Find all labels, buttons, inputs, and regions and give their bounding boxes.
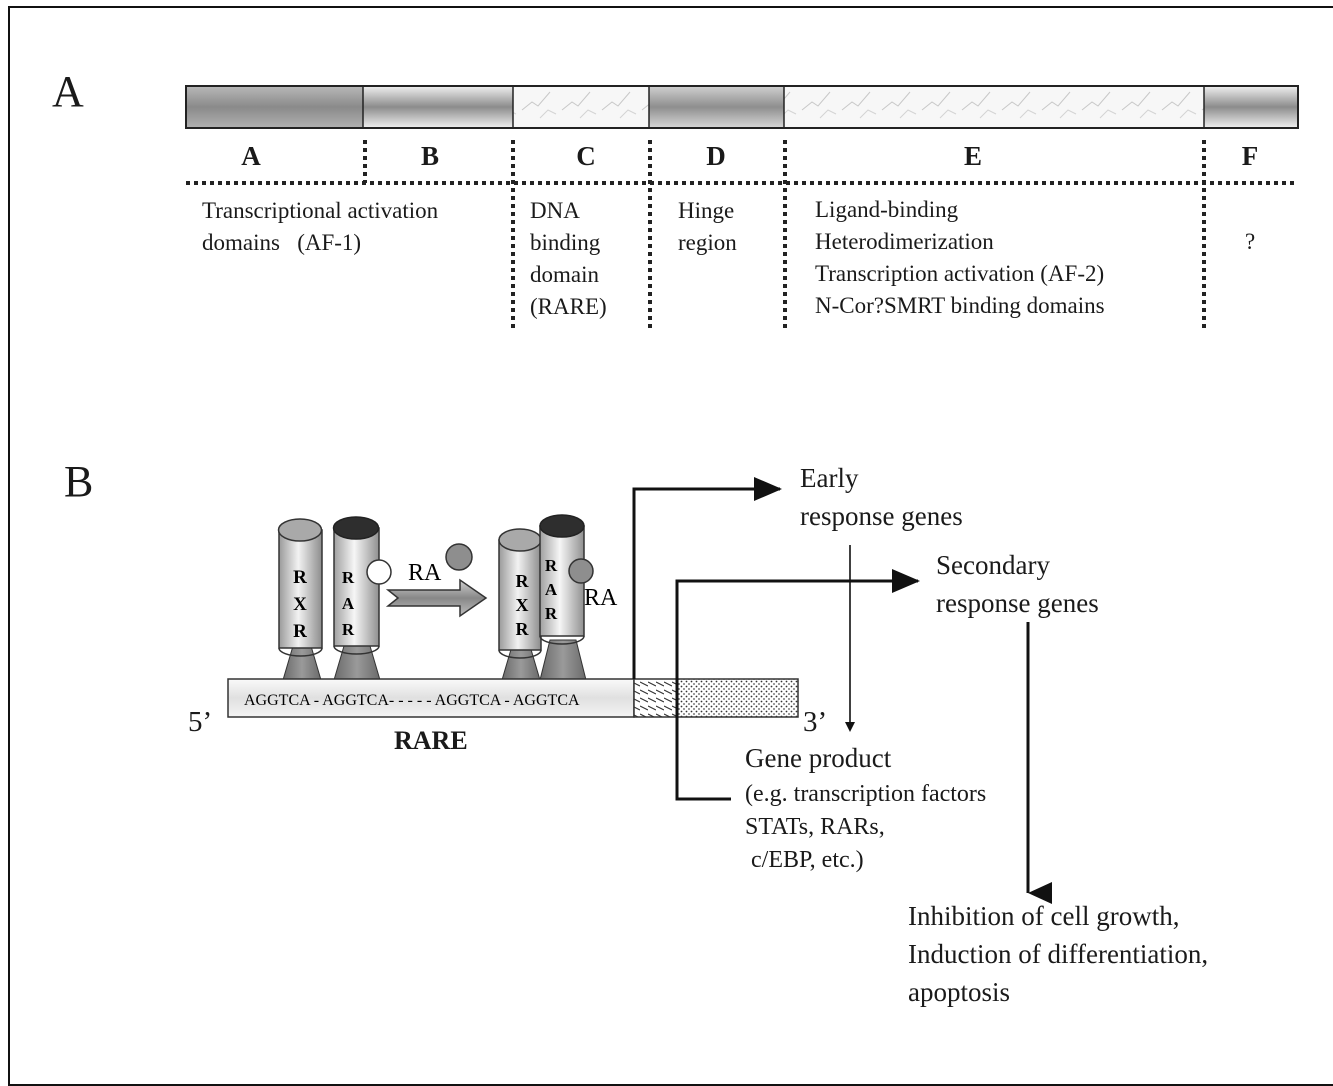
domain-bar-segment-b [363, 86, 513, 128]
domain-bar-segment-f [1204, 86, 1298, 128]
ra-label-2: RA [584, 585, 618, 611]
segment-letter-b: B [400, 143, 460, 170]
domain-bar-segment-c [513, 86, 649, 128]
early-genes-arrow [634, 489, 780, 679]
ra-label-1: RA [408, 560, 442, 586]
segment-letter-e: E [943, 143, 1003, 170]
panel-a-label: A [52, 70, 84, 114]
gene-product-detail-2: STATs, RARs, [745, 815, 885, 839]
segment-letter-c: C [556, 143, 616, 170]
segment-description-d: Hinge region [678, 195, 737, 259]
domain-bar-segment-e [784, 86, 1204, 128]
segment-description-c: DNA binding domain (RARE) [530, 195, 607, 323]
secondary-genes-line-1: Secondary [936, 552, 1050, 579]
ra-ligand-circle [446, 544, 472, 570]
rare-label: RARE [394, 728, 468, 754]
outcome-line-2: Induction of differentiation, [908, 941, 1208, 968]
gene-product-detail-1: (e.g. transcription factors [745, 782, 986, 806]
panel-b-label: B [64, 460, 93, 504]
segment-letter-a: A [221, 143, 281, 170]
gene-product-title: Gene product [745, 745, 891, 772]
early-genes-line-1: Early [800, 465, 858, 492]
domain-bar-segment-d [649, 86, 784, 128]
early-genes-line-2: response genes [800, 503, 963, 530]
segment-letter-d: D [686, 143, 746, 170]
domain-bar [186, 86, 1298, 128]
secondary-genes-line-2: response genes [936, 590, 1099, 617]
domain-bar-segment-a [186, 86, 363, 128]
outcome-line-1: Inhibition of cell growth, [908, 903, 1179, 930]
segment-description-e: Ligand-binding Heterodimerization Transc… [815, 194, 1105, 322]
dna-sequence: AGGTCA - AGGTCA- - - - - AGGTCA - AGGTCA [244, 692, 580, 709]
gene-product-detail-3: c/EBP, etc.) [745, 848, 864, 872]
three-prime-label: 3’ [803, 708, 827, 737]
segment-letter-f: F [1220, 143, 1280, 170]
segment-description-ab: Transcriptional activation domains (AF-1… [202, 195, 438, 259]
five-prime-label: 5’ [188, 708, 212, 737]
outcome-line-3: apoptosis [908, 979, 1010, 1006]
segment-description-f: ? [1245, 226, 1255, 258]
